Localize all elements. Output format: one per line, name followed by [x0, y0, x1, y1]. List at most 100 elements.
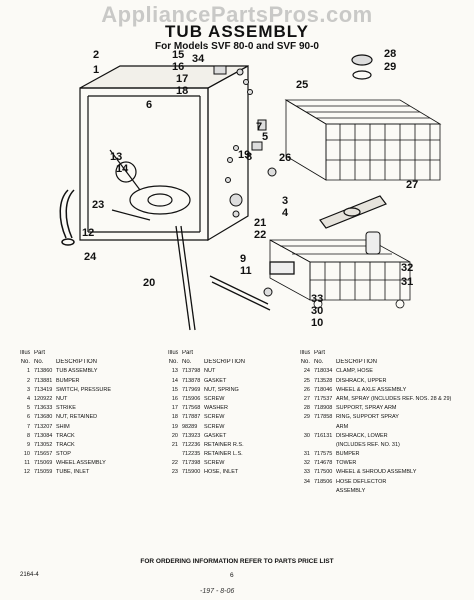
- part-no-cell: 712235: [182, 451, 201, 458]
- svg-text:19: 19: [238, 149, 250, 161]
- svg-text:31: 31: [401, 276, 413, 288]
- svg-text:17: 17: [176, 73, 188, 85]
- part-no-cell: 716131: [314, 432, 333, 439]
- description-cell: TUBE, INLET: [56, 469, 90, 476]
- description-cell: CLAMP, HOSE: [336, 368, 373, 375]
- svg-text:7: 7: [256, 121, 262, 133]
- description-cell: SCREW: [204, 414, 225, 421]
- svg-text:32: 32: [401, 262, 413, 274]
- spray-arm-lower-drawing: [319, 195, 387, 229]
- svg-text:5: 5: [262, 131, 268, 143]
- ordering-note: FOR ORDERING INFORMATION REFER TO PARTS …: [140, 558, 334, 565]
- part-no-cell: 120922: [34, 395, 53, 402]
- part-no-cell: 715059: [34, 469, 53, 476]
- illus-no-cell: 17: [171, 405, 178, 412]
- description-cell: (INCLUDES REF. NO. 31): [336, 441, 400, 448]
- description-cell: BUMPER: [56, 377, 80, 384]
- svg-text:25: 25: [296, 79, 308, 91]
- illus-no-cell: 1: [26, 368, 30, 375]
- part-no-cell: 713419: [34, 386, 53, 393]
- parts-table-col3: Illus.Part No.No.DESCRIPTION 24718034CLA…: [300, 350, 474, 497]
- svg-text:18: 18: [176, 85, 188, 97]
- header-illus: Illus.: [20, 350, 30, 356]
- header-description: DESCRIPTION: [204, 359, 246, 366]
- svg-text:3: 3: [282, 195, 288, 207]
- part-no-cell: 713633: [34, 405, 53, 412]
- illus-no-cell: 32: [303, 460, 310, 467]
- illus-no-cell: 12: [23, 469, 30, 476]
- exploded-parts-diagram: 2 1 15 16 17 18 34 6 7 5 8 19 26 25 28 2…: [59, 48, 442, 331]
- illus-no-cell: 2: [26, 377, 30, 384]
- header-part: Part: [34, 350, 46, 356]
- header-part: Part: [314, 350, 326, 356]
- header-illus: Illus.: [168, 350, 178, 356]
- svg-text:14: 14: [116, 163, 129, 175]
- illus-no-cell: 26: [303, 386, 310, 393]
- description-cell: WHEEL & AXLE ASSEMBLY: [336, 386, 407, 393]
- svg-text:30: 30: [311, 305, 323, 317]
- description-cell: TRACK: [56, 441, 75, 448]
- part-no-cell: 717500: [314, 469, 333, 476]
- description-cell: ARM: [336, 423, 349, 430]
- part-no-cell: 713878: [182, 377, 201, 384]
- svg-text:28: 28: [384, 48, 396, 60]
- part-no-cell: 718046: [314, 386, 333, 393]
- illus-no-cell: 30: [303, 432, 310, 439]
- description-cell: SWITCH, PRESSURE: [56, 386, 112, 393]
- description-cell: NUT, RETAINED: [56, 414, 98, 421]
- description-cell: SCREW: [204, 460, 225, 467]
- header-no: No.: [168, 359, 178, 366]
- illus-no-cell: 10: [23, 451, 30, 458]
- description-cell: SHIM: [56, 423, 70, 430]
- svg-text:1: 1: [93, 64, 99, 76]
- description-cell: GASKET: [204, 377, 227, 384]
- svg-text:20: 20: [143, 277, 155, 289]
- description-cell: NUT: [56, 395, 68, 402]
- svg-text:15: 15: [172, 49, 184, 61]
- page-code: 2164-4: [20, 572, 39, 578]
- hardware-parts-drawing: [213, 65, 277, 297]
- description-cell: WHEEL & SHROUD ASSEMBLY: [336, 469, 417, 476]
- illus-no-cell: 31: [303, 451, 310, 458]
- part-no-cell: 714678: [314, 460, 333, 467]
- description-cell: SCREW: [204, 423, 225, 430]
- part-no-cell: 717858: [314, 414, 333, 421]
- illus-no-cell: 27: [303, 395, 310, 402]
- part-no-cell: 718034: [314, 368, 333, 375]
- track-rails-drawing: [175, 225, 295, 331]
- parts-table-col2: Illus.Part No.No.DESCRIPTION 13713798NUT…: [168, 350, 304, 479]
- svg-text:29: 29: [384, 61, 396, 73]
- illus-no-cell: 28: [303, 405, 310, 412]
- part-no-cell: 715069: [34, 460, 53, 467]
- illus-no-cell: 7: [26, 423, 30, 430]
- illus-no-cell: 14: [171, 377, 178, 384]
- description-cell: HOSE, INLET: [204, 469, 239, 476]
- part-no-cell: 717575: [314, 451, 333, 458]
- page-title: TUB ASSEMBLY: [165, 22, 309, 41]
- illus-no-cell: 33: [303, 469, 310, 476]
- part-no-cell: 713680: [34, 414, 53, 421]
- part-no-cell: 715900: [182, 469, 201, 476]
- description-cell: STRIKE: [56, 405, 76, 412]
- svg-text:11: 11: [240, 265, 252, 277]
- table-row: ARM: [300, 424, 474, 433]
- svg-text:34: 34: [192, 53, 205, 65]
- svg-text:23: 23: [92, 199, 104, 211]
- illus-no-cell: 21: [171, 441, 178, 448]
- illus-no-cell: 8: [26, 432, 30, 439]
